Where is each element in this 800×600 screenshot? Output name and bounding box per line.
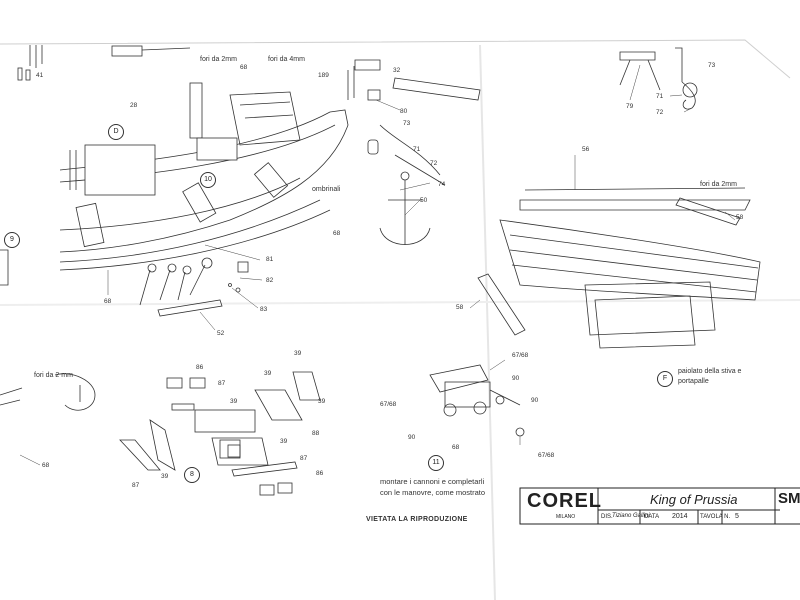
- part-68: 68: [240, 64, 248, 71]
- hull-drawing: [0, 45, 761, 496]
- part-67-68-b: 67/68: [380, 401, 397, 408]
- part-56: 56: [582, 146, 590, 153]
- step-9: 9: [4, 232, 20, 248]
- part-67-68-c: 67/68: [538, 452, 555, 459]
- designer-label: DIS.: [601, 514, 613, 520]
- part-50: 50: [420, 197, 428, 204]
- note-fori-2mm-top-2: fori da 4mm: [268, 56, 305, 63]
- designer-name: Tiziano Gallini: [612, 513, 650, 519]
- part-90-c: 90: [408, 434, 416, 441]
- brand-city: MILANO: [556, 514, 576, 520]
- note-fori-2mm-top: fori da 2mm: [200, 56, 237, 63]
- part-83: 83: [260, 306, 268, 313]
- part-79: 79: [626, 103, 634, 110]
- part-72-b: 72: [656, 109, 664, 116]
- note-paiolato: paiolato della stiva e: [678, 368, 742, 375]
- part-52: 52: [217, 330, 225, 337]
- step-8: 8: [184, 467, 200, 483]
- part-87: 87: [218, 380, 226, 387]
- part-81: 81: [266, 256, 274, 263]
- step-10: 10: [200, 172, 216, 188]
- part-68-b: 68: [333, 230, 341, 237]
- part-39: 39: [230, 398, 238, 405]
- part-32: 32: [393, 67, 401, 74]
- part-87-c: 87: [300, 455, 308, 462]
- part-189: 189: [318, 72, 329, 79]
- part-88: 88: [312, 430, 320, 437]
- title-block-frame: [519, 487, 800, 525]
- part-87-b: 87: [132, 482, 140, 489]
- note-fori-2mm-right: fori da 2mm: [700, 181, 737, 188]
- part-71-b: 71: [656, 93, 664, 100]
- part-68-c: 68: [104, 298, 112, 305]
- step-d: D: [108, 124, 124, 140]
- step-f: F: [657, 371, 673, 387]
- drawing-title: King of Prussia: [650, 492, 738, 507]
- part-71: 71: [413, 146, 421, 153]
- part-39-f: 39: [318, 398, 326, 405]
- part-68-e: 68: [452, 444, 460, 451]
- note-portapalle: portapalle: [678, 378, 709, 385]
- part-82: 82: [266, 277, 274, 284]
- note-ombrinali: ombrinali: [312, 186, 341, 193]
- part-90-b: 90: [531, 397, 539, 404]
- part-73-b: 73: [708, 62, 716, 69]
- part-39-e: 39: [161, 473, 169, 480]
- part-90: 90: [512, 375, 520, 382]
- leader-lines: [19, 64, 736, 466]
- tavola-label: TAVOLA N.: [700, 514, 731, 520]
- note-cannoni-line2: con le manovre, come mostrato: [380, 488, 486, 497]
- tavola-number: 5: [735, 513, 739, 520]
- note-cannoni-line1: montare i cannoni e completarli: [380, 477, 485, 486]
- part-41: 41: [36, 72, 44, 79]
- part-68-d: 68: [42, 462, 50, 469]
- part-72: 72: [430, 160, 438, 167]
- note-fori-2-mm-left: fori da 2 mm: [34, 372, 73, 379]
- part-39-d: 39: [280, 438, 288, 445]
- part-58-b: 58: [456, 304, 464, 311]
- sheet-code: SM: [778, 490, 800, 507]
- part-86: 86: [196, 364, 204, 371]
- brand-logo: COREL: [527, 490, 602, 512]
- notice-riproduzione: VIETATA LA RIPRODUZIONE: [366, 516, 468, 523]
- part-39-b: 39: [264, 370, 272, 377]
- part-39-c: 39: [294, 350, 302, 357]
- date-label: DATA: [644, 514, 660, 520]
- part-28: 28: [130, 102, 138, 109]
- part-58: 58: [736, 214, 744, 221]
- part-74: 74: [438, 181, 446, 188]
- part-67-68: 67/68: [512, 352, 529, 359]
- part-86-b: 86: [316, 470, 324, 477]
- date-year: 2014: [672, 513, 688, 520]
- step-11: 11: [428, 455, 444, 471]
- part-80: 80: [400, 108, 408, 115]
- part-73: 73: [403, 120, 411, 127]
